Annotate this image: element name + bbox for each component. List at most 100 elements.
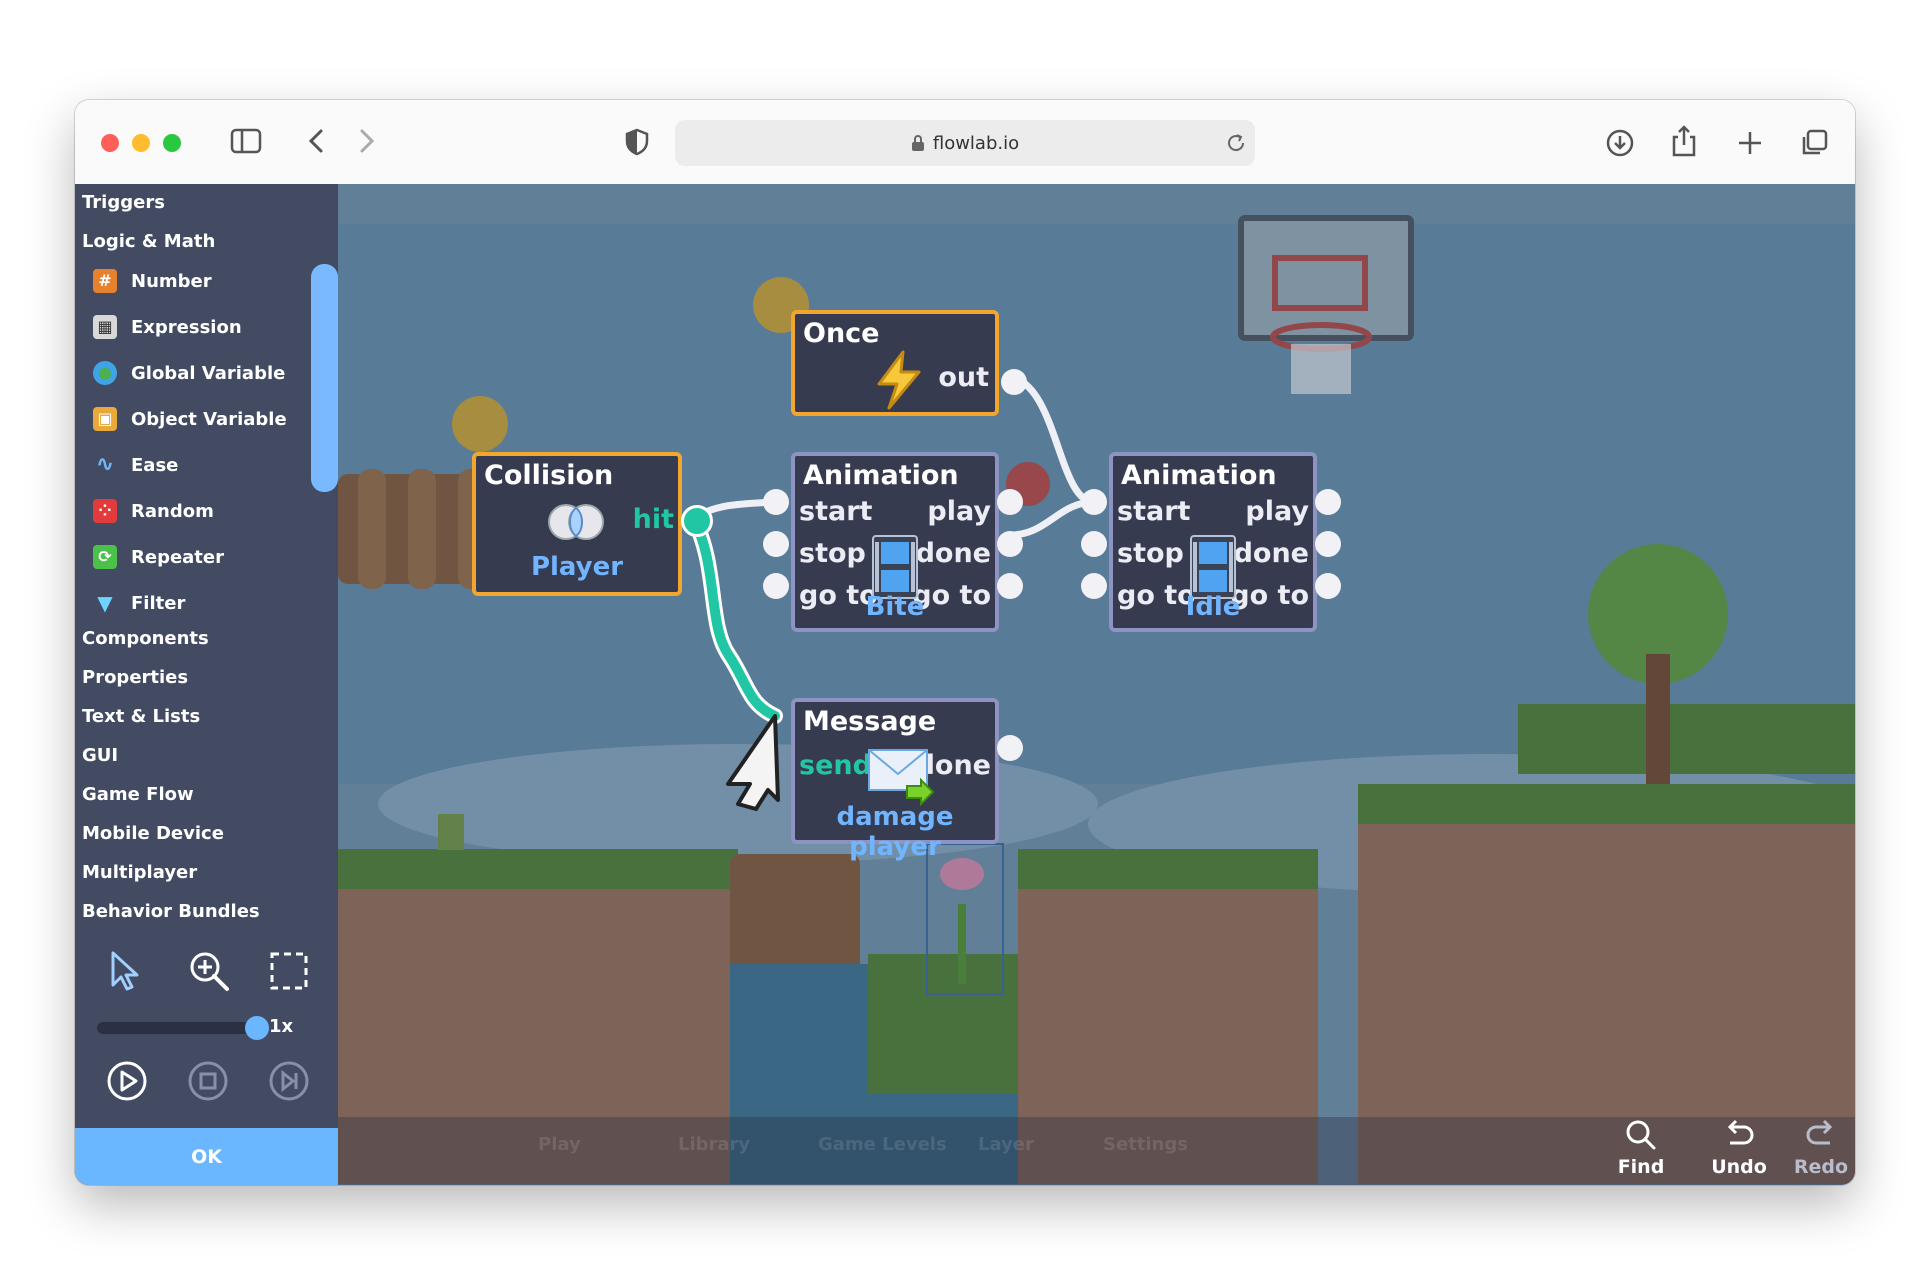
category-mobile-device[interactable]: Mobile Device <box>82 823 224 844</box>
sidebar-item-label: Ease <box>131 454 179 476</box>
port-stop[interactable] <box>1081 531 1107 557</box>
redo-button[interactable]: Redo <box>1786 1119 1855 1178</box>
node-title: Collision <box>484 460 614 491</box>
behavior-editor-canvas[interactable]: Once out Collision hit Player Animation … <box>338 184 1855 1185</box>
port-stop[interactable] <box>763 531 789 557</box>
port-label-start: start <box>1117 496 1191 527</box>
film-strip-icon <box>872 535 918 599</box>
forward-icon[interactable] <box>358 128 376 154</box>
number-icon: # <box>93 269 117 293</box>
film-strip-icon <box>1190 535 1236 599</box>
category-text-lists[interactable]: Text & Lists <box>82 706 201 727</box>
port-label-done: done <box>915 538 991 569</box>
zoom-tool-icon[interactable] <box>187 949 231 993</box>
port-go-to[interactable] <box>1315 573 1341 599</box>
tab-overview-icon[interactable] <box>1799 128 1829 158</box>
port-label-done: done <box>1233 538 1309 569</box>
stop-icon[interactable] <box>187 1060 229 1102</box>
message-name-label: damage player <box>836 802 954 862</box>
step-forward-icon[interactable] <box>268 1060 310 1102</box>
game-scene-background <box>338 184 1855 1185</box>
play-icon[interactable] <box>106 1060 148 1102</box>
sidebar-item-label: Repeater <box>131 546 224 568</box>
pointer-tool-icon[interactable] <box>107 949 143 993</box>
sidebar-item-random[interactable]: ⁘ Random <box>93 496 214 526</box>
undo-button[interactable]: Undo <box>1704 1119 1774 1178</box>
zoom-window-button[interactable] <box>163 134 181 152</box>
node-title: Animation <box>1121 460 1277 491</box>
port-done[interactable] <box>997 735 1023 761</box>
back-icon[interactable] <box>307 128 325 154</box>
find-button[interactable]: Find <box>1606 1119 1676 1178</box>
port-start[interactable] <box>763 489 789 515</box>
sidebar-item-label: Random <box>131 500 214 522</box>
category-gui[interactable]: GUI <box>82 745 119 766</box>
category-logic-math[interactable]: Logic & Math <box>82 231 216 252</box>
ok-button[interactable]: OK <box>75 1128 338 1185</box>
sidebar-item-label: Object Variable <box>131 408 287 430</box>
port-play[interactable] <box>1315 489 1341 515</box>
port-done[interactable] <box>997 531 1023 557</box>
collision-target-label: Player <box>530 552 624 582</box>
node-connections <box>685 373 1096 811</box>
category-components[interactable]: Components <box>82 628 209 649</box>
sidebar-item-filter[interactable]: ▼ Filter <box>93 588 185 618</box>
node-once[interactable]: Once out <box>791 310 1027 416</box>
port-label-hit: hit <box>632 504 674 535</box>
category-behavior-bundles[interactable]: Behavior Bundles <box>82 901 260 922</box>
find-label: Find <box>1617 1156 1665 1178</box>
port-go-to[interactable] <box>997 573 1023 599</box>
lightning-icon <box>877 350 921 410</box>
sidebar-toggle-icon[interactable] <box>230 128 262 154</box>
category-triggers[interactable]: Triggers <box>82 192 165 213</box>
sidebar-scrollbar[interactable] <box>311 264 338 492</box>
port-label-play: play <box>927 496 991 527</box>
node-animation-idle[interactable]: Animation start stop go to play done go … <box>1109 452 1317 632</box>
animation-name-label: Bite <box>865 592 925 622</box>
faded-tab-library: Library <box>678 1134 751 1155</box>
reload-icon[interactable] <box>1225 132 1247 154</box>
faded-tab-settings: Settings <box>1103 1134 1188 1155</box>
sidebar-item-ease[interactable]: ∿ Ease <box>93 450 179 480</box>
port-play[interactable] <box>997 489 1023 515</box>
port-label-done: done <box>915 750 991 781</box>
address-bar[interactable]: flowlab.io <box>675 120 1255 166</box>
new-tab-icon[interactable] <box>1737 130 1763 156</box>
port-hit[interactable] <box>681 505 713 537</box>
category-game-flow[interactable]: Game Flow <box>82 784 194 805</box>
category-properties[interactable]: Properties <box>82 667 189 688</box>
sidebar-item-object-variable[interactable]: ▣ Object Variable <box>93 404 287 434</box>
calculator-icon: ▦ <box>93 315 117 339</box>
share-icon[interactable] <box>1670 124 1698 158</box>
animation-name-label: Idle <box>1185 592 1241 622</box>
zoom-slider-thumb[interactable] <box>245 1016 269 1040</box>
node-message[interactable]: Message send done damage player <box>791 698 999 862</box>
port-go-to[interactable] <box>763 573 789 599</box>
node-animation-bite[interactable]: Animation start stop go to play done go … <box>791 452 999 632</box>
sidebar-item-repeater[interactable]: ⟳ Repeater <box>93 542 224 572</box>
port-label-play: play <box>1245 496 1309 527</box>
faded-tab-layer: Layer <box>978 1134 1034 1155</box>
sidebar-item-expression[interactable]: ▦ Expression <box>93 312 242 342</box>
sidebar-item-global-variable[interactable]: ● Global Variable <box>93 358 285 388</box>
zoom-slider-track[interactable] <box>97 1022 253 1034</box>
privacy-shield-icon[interactable] <box>625 128 649 156</box>
close-window-button[interactable] <box>101 134 119 152</box>
node-collision[interactable]: Collision hit Player <box>472 452 682 596</box>
downloads-icon[interactable] <box>1605 128 1635 158</box>
faded-tab-play: Play <box>538 1134 581 1155</box>
editor-bottom-bar <box>338 1117 1855 1185</box>
port-label-stop: stop <box>799 538 866 569</box>
funnel-icon: ▼ <box>97 591 113 615</box>
port-out[interactable] <box>1001 369 1027 395</box>
node-title: Message <box>803 706 937 737</box>
select-area-tool-icon[interactable] <box>269 951 309 991</box>
sidebar-item-number[interactable]: # Number <box>93 266 212 296</box>
category-multiplayer[interactable]: Multiplayer <box>82 862 198 883</box>
minimize-window-button[interactable] <box>132 134 150 152</box>
port-done[interactable] <box>1315 531 1341 557</box>
magnifier-icon <box>1626 1120 1656 1150</box>
port-start[interactable] <box>1081 489 1107 515</box>
wave-icon: ∿ <box>95 452 115 477</box>
port-go-to[interactable] <box>1081 573 1107 599</box>
